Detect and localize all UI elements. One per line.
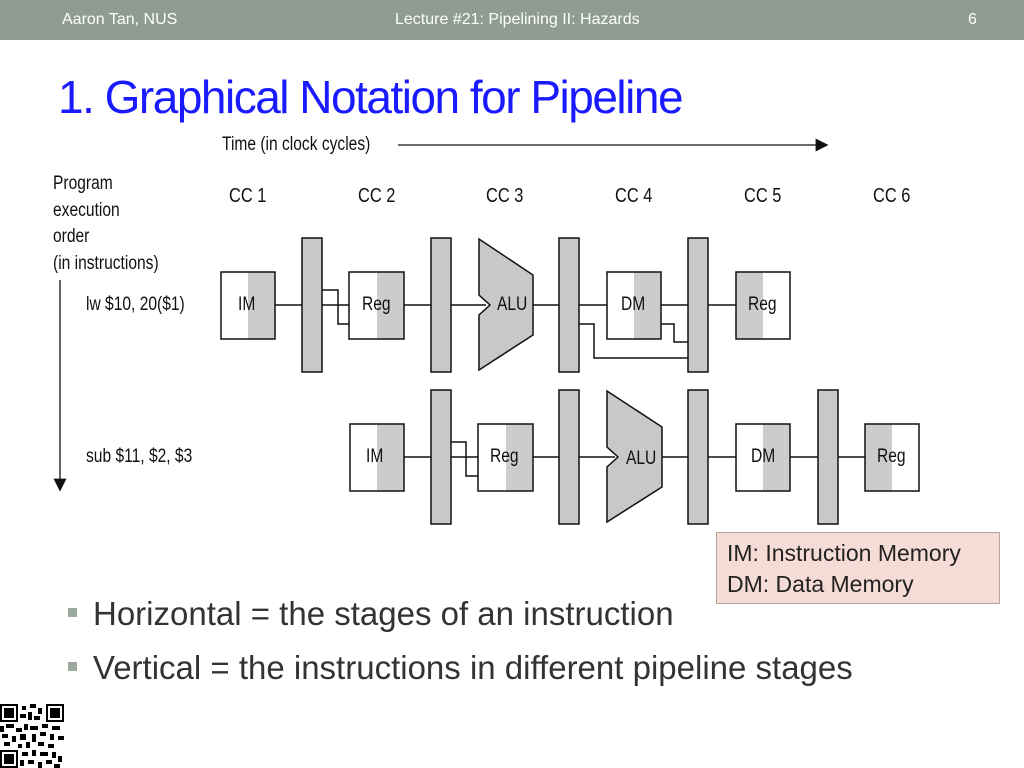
sub-pipeline-row	[349, 389, 920, 525]
order-label-line-1: Program	[53, 173, 113, 194]
reg-stage-label: Reg	[877, 446, 906, 467]
instruction-sub-label: sub $11, $2, $3	[86, 446, 193, 467]
time-axis-label: Time (in clock cycles)	[222, 134, 371, 155]
pipeline-register	[817, 389, 839, 525]
clock-cycle-label: CC 4	[615, 185, 653, 207]
clock-cycle-label: CC 1	[229, 185, 267, 207]
reg-stage-label: Reg	[362, 294, 391, 315]
instruction-lw-label: lw $10, 20($1)	[86, 294, 185, 315]
order-label-line-3: order	[53, 226, 90, 247]
clock-cycle-label: CC 6	[873, 185, 911, 207]
im-stage-label: IM	[238, 294, 256, 315]
reg-writeback-box	[864, 423, 920, 492]
bullet-text: Vertical = the instructions in different…	[93, 649, 853, 686]
header-lecture-title: Lecture #21: Pipelining II: Hazards	[395, 11, 640, 28]
pipeline-register	[687, 237, 709, 373]
im-stage-label: IM	[366, 446, 384, 467]
reg-stage-label: Reg	[490, 446, 519, 467]
alu-shape	[478, 237, 534, 372]
legend-dm: DM: Data Memory	[727, 571, 914, 597]
alu-stage-label: ALU	[497, 294, 528, 315]
bullet-item: Vertical = the instructions in different…	[68, 649, 853, 687]
lw-pipeline-row	[220, 237, 791, 373]
slide-title: 1. Graphical Notation for Pipeline	[58, 71, 684, 123]
pipeline-register	[558, 389, 580, 525]
dm-stage-label: DM	[621, 294, 646, 315]
header-bar: Aaron Tan, NUS Lecture #21: Pipelining I…	[0, 0, 1024, 40]
alu-shape	[606, 389, 663, 524]
pipeline-register	[301, 237, 323, 373]
bullet-marker	[68, 607, 77, 617]
bullet-item: Horizontal = the stages of an instructio…	[68, 595, 674, 633]
header-author: Aaron Tan, NUS	[62, 11, 178, 28]
bullet-text: Horizontal = the stages of an instructio…	[93, 595, 674, 632]
pipeline-register	[558, 237, 580, 373]
dm-stage-label: DM	[751, 446, 776, 467]
bullet-marker	[68, 661, 77, 671]
legend-box: IM: Instruction Memory DM: Data Memory	[716, 532, 1000, 604]
reg-stage-label: Reg	[748, 294, 777, 315]
order-label-line-4: (in instructions)	[53, 253, 159, 274]
pipeline-register	[430, 237, 452, 373]
order-label-line-2: execution	[53, 200, 120, 221]
legend-im: IM: Instruction Memory	[727, 540, 961, 566]
header-page-number: 6	[968, 11, 977, 28]
alu-stage-label: ALU	[626, 448, 657, 469]
pipeline-register	[687, 389, 709, 525]
clock-cycle-label: CC 3	[486, 185, 524, 207]
reg-writeback-box	[735, 271, 791, 340]
qr-code-icon	[0, 704, 64, 768]
pipeline-register	[430, 389, 452, 525]
clock-cycle-label: CC 2	[358, 185, 396, 207]
clock-cycle-label: CC 5	[744, 185, 782, 207]
